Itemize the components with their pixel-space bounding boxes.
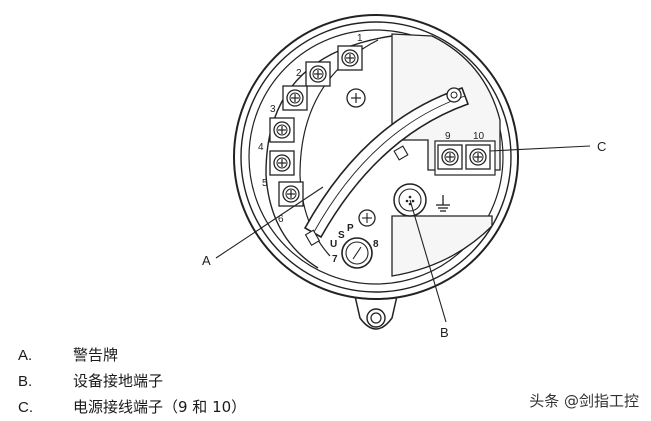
usp-label-u: U — [330, 239, 337, 250]
legend-text-b: 设备接地端子 — [73, 372, 164, 390]
terminal-block-wall — [265, 35, 393, 269]
power-terminals: 9 10 — [434, 131, 496, 176]
warning-label — [303, 86, 470, 246]
terminal-screw-3 — [282, 85, 308, 111]
terminal-label-10: 10 — [473, 131, 485, 142]
terminal-screw-4 — [269, 117, 295, 143]
legend-item-b: B. 设备接地端子 — [18, 370, 163, 391]
legend-key-b: B. — [18, 373, 33, 390]
legend-item-c: C. 电源接线端子（9 和 10） — [18, 396, 246, 417]
terminal-label-1: 1 — [357, 33, 363, 44]
legend-item-a: A. 警告牌 — [18, 344, 118, 365]
top-mounting-screw — [346, 88, 366, 108]
legend-key-a: A. — [18, 347, 33, 364]
callout-c: C — [597, 139, 606, 154]
usp-labels: U S P 7 8 — [330, 223, 379, 265]
terminal-label-2: 2 — [296, 68, 302, 79]
terminal-label-6: 6 — [278, 214, 284, 225]
terminal-label-9: 9 — [445, 131, 451, 142]
leader-lines — [215, 145, 591, 323]
terminal-label-5: 5 — [262, 178, 268, 189]
usp-connector — [341, 237, 373, 269]
callout-b: B — [440, 325, 449, 340]
terminal-label-3: 3 — [270, 104, 276, 115]
terminal-label-7: 7 — [332, 254, 338, 265]
legend-key-c: C. — [18, 399, 33, 416]
terminal-label-4: 4 — [258, 142, 264, 153]
small-screw — [358, 209, 376, 227]
terminal-label-8: 8 — [373, 239, 379, 250]
left-terminal-labels: 1 2 3 4 5 6 — [258, 33, 363, 225]
legend-text-c: 电源接线端子（9 和 10） — [73, 398, 247, 416]
watermark: 头条 @剑指工控 — [529, 392, 639, 410]
usp-label-s: S — [338, 230, 345, 241]
terminal-screw-5 — [269, 150, 295, 176]
terminal-screw-9 — [437, 144, 463, 170]
legend-text-a: 警告牌 — [73, 346, 119, 364]
callout-a: A — [202, 253, 211, 268]
terminal-screw-2 — [305, 61, 331, 87]
mounting-lug — [354, 295, 398, 330]
terminal-screw-1 — [337, 45, 363, 71]
terminal-screw-10 — [465, 144, 491, 170]
ground-symbol-icon — [436, 195, 450, 212]
usp-label-p: P — [347, 223, 354, 234]
